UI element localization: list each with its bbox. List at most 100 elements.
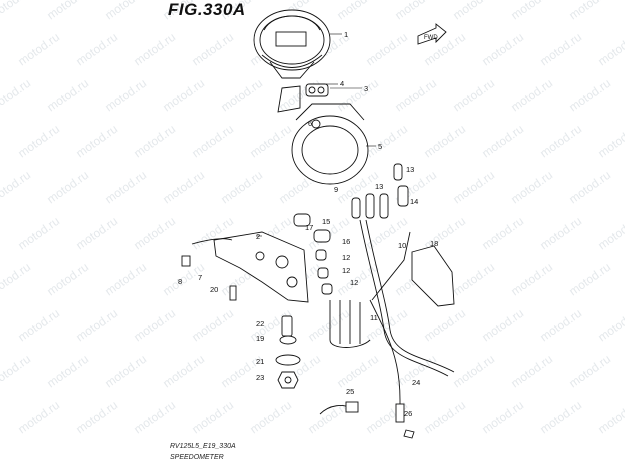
watermark-text: motod.ru bbox=[0, 168, 33, 207]
callout-22: 22 bbox=[256, 319, 264, 328]
watermark-text: motod.ru bbox=[131, 30, 178, 69]
watermark-text: motod.ru bbox=[566, 352, 613, 391]
fwd-label: FWD bbox=[424, 35, 438, 41]
watermark-text: motod.ru bbox=[421, 306, 468, 345]
callout-15: 15 bbox=[322, 217, 330, 226]
callout-12c: 12 bbox=[350, 278, 358, 287]
watermark-text: motod.ru bbox=[537, 398, 584, 437]
watermark-text: motod.ru bbox=[0, 76, 33, 115]
watermark-text: motod.ru bbox=[595, 398, 625, 437]
watermark-text: motod.ru bbox=[131, 306, 178, 345]
watermark-text: motod.ru bbox=[566, 168, 613, 207]
callout-25: 25 bbox=[346, 387, 354, 396]
watermark-text: motod.ru bbox=[0, 0, 33, 22]
watermark-text: motod.ru bbox=[421, 214, 468, 253]
watermark-text: motod.ru bbox=[73, 214, 120, 253]
speedometer-cable[interactable] bbox=[369, 299, 405, 423]
callout-12a: 12 bbox=[342, 253, 350, 262]
callout-16: 16 bbox=[342, 237, 350, 246]
watermark-text: motod.ru bbox=[537, 306, 584, 345]
watermark-text: motod.ru bbox=[537, 214, 584, 253]
watermark-text: motod.ru bbox=[508, 352, 555, 391]
watermark-text: motod.ru bbox=[44, 76, 91, 115]
watermark-text: motod.ru bbox=[73, 306, 120, 345]
watermark-text: motod.ru bbox=[44, 0, 91, 22]
callout-13b: 13 bbox=[406, 165, 414, 174]
watermark-text: motod.ru bbox=[102, 76, 149, 115]
watermark-text: motod.ru bbox=[131, 398, 178, 437]
watermark-text: motod.ru bbox=[73, 122, 120, 161]
watermark-text: motod.ru bbox=[44, 260, 91, 299]
watermark-text: motod.ru bbox=[102, 352, 149, 391]
callout-26: 26 bbox=[404, 409, 412, 418]
watermark-text: motod.ru bbox=[189, 122, 236, 161]
callout-19: 19 bbox=[256, 334, 264, 343]
watermark-text: motod.ru bbox=[508, 168, 555, 207]
callout-14: 14 bbox=[410, 197, 418, 206]
watermark-text: motod.ru bbox=[537, 122, 584, 161]
figure-name: SPEEDOMETER bbox=[170, 454, 224, 461]
watermark-text: motod.ru bbox=[595, 122, 625, 161]
watermark-text: motod.ru bbox=[131, 214, 178, 253]
watermark-text: motod.ru bbox=[566, 76, 613, 115]
watermark-text: motod.ru bbox=[160, 168, 207, 207]
callouts: 1 2 3 4 5 6 7 8 9 10 11 12 12 12 13 13 1… bbox=[178, 30, 438, 418]
watermark-text: motod.ru bbox=[334, 0, 381, 22]
bulb-sockets[interactable] bbox=[293, 163, 409, 295]
watermark-text: motod.ru bbox=[392, 0, 439, 22]
watermark-text: motod.ru bbox=[189, 306, 236, 345]
cable-clamp[interactable] bbox=[319, 401, 359, 415]
watermark-text: motod.ru bbox=[160, 76, 207, 115]
watermark-text: motod.ru bbox=[102, 260, 149, 299]
watermark-text: motod.ru bbox=[508, 0, 555, 22]
callout-3: 3 bbox=[364, 84, 368, 93]
watermark-text: motod.ru bbox=[479, 398, 526, 437]
watermark-text: motod.ru bbox=[218, 76, 265, 115]
watermark-text: motod.ru bbox=[15, 214, 62, 253]
watermark-text: motod.ru bbox=[0, 260, 33, 299]
watermark-text: motod.ru bbox=[479, 306, 526, 345]
watermark-text: motod.ru bbox=[102, 0, 149, 22]
watermark-text: motod.ru bbox=[15, 122, 62, 161]
meter-bracket[interactable] bbox=[191, 231, 309, 303]
callout-23: 23 bbox=[256, 373, 264, 382]
watermark-text: motod.ru bbox=[363, 122, 410, 161]
harness-cover[interactable] bbox=[411, 245, 455, 307]
watermark-text: motod.ru bbox=[305, 306, 352, 345]
callout-4: 4 bbox=[340, 79, 344, 88]
watermark-text: motod.ru bbox=[247, 398, 294, 437]
watermark-text: motod.ru bbox=[595, 30, 625, 69]
callout-10: 10 bbox=[398, 241, 406, 250]
watermark-text: motod.ru bbox=[450, 168, 497, 207]
watermark-text: motod.ru bbox=[44, 168, 91, 207]
watermark-text: motod.ru bbox=[421, 122, 468, 161]
watermark-text: motod.ru bbox=[218, 168, 265, 207]
watermark-text: motod.ru bbox=[15, 398, 62, 437]
watermark-text: motod.ru bbox=[131, 122, 178, 161]
speedometer-unit[interactable] bbox=[253, 9, 331, 79]
callout-9: 9 bbox=[334, 185, 338, 194]
watermark-text: motod.ru bbox=[479, 30, 526, 69]
watermark-text: motod.ru bbox=[15, 30, 62, 69]
watermark-text: motod.ru bbox=[479, 122, 526, 161]
watermark-text: motod.ru bbox=[102, 168, 149, 207]
callout-24: 24 bbox=[412, 378, 420, 387]
mount-hardware[interactable] bbox=[181, 255, 415, 439]
watermark-text: motod.ru bbox=[595, 306, 625, 345]
watermark-text: motod.ru bbox=[0, 352, 33, 391]
callout-6: 6 bbox=[308, 119, 312, 128]
figure-title: FIG.330A bbox=[168, 0, 246, 19]
callout-7: 7 bbox=[198, 273, 202, 282]
indicator-lights[interactable] bbox=[277, 83, 329, 113]
watermark-text: motod.ru bbox=[479, 214, 526, 253]
watermark-text: motod.ru bbox=[450, 0, 497, 22]
watermark-text: motod.ru bbox=[508, 76, 555, 115]
watermark-text: motod.ru bbox=[160, 352, 207, 391]
callout-17: 17 bbox=[305, 223, 313, 232]
meter-case[interactable] bbox=[291, 103, 369, 185]
watermark-text: motod.ru bbox=[595, 214, 625, 253]
watermark-text: motod.ru bbox=[247, 122, 294, 161]
watermark-text: motod.ru bbox=[189, 30, 236, 69]
callout-12b: 12 bbox=[342, 266, 350, 275]
